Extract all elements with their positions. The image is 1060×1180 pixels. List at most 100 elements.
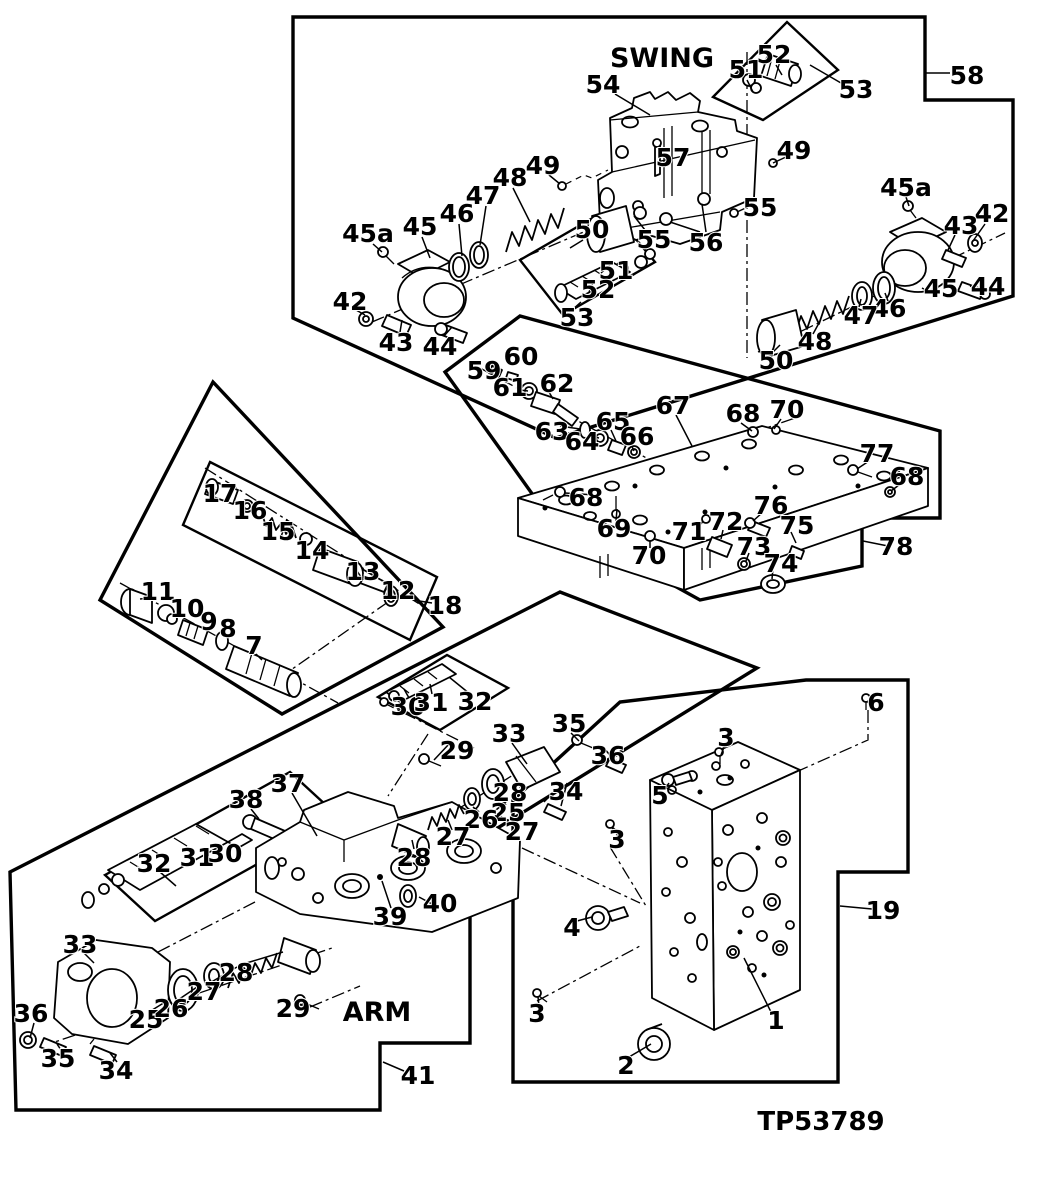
- callout-74-50: 74: [764, 549, 799, 578]
- callout-7-67: 7: [245, 631, 262, 660]
- callout-52-16: 52: [757, 40, 792, 69]
- callout-65-39: 65: [596, 407, 631, 436]
- callout-8-66: 8: [219, 614, 236, 643]
- callout-28-76: 28: [493, 778, 528, 807]
- callout-68-42: 68: [726, 399, 761, 428]
- arm-valve-body-drawing: [242, 734, 627, 933]
- callout-56-14: 56: [689, 228, 724, 257]
- part-43-pin: [381, 314, 412, 337]
- callout-40-88: 40: [423, 889, 458, 918]
- callout-3-101: 3: [608, 825, 625, 854]
- pin-path-dashed: [565, 169, 609, 185]
- callout-27-85: 27: [436, 822, 471, 851]
- leader-lines: [29, 64, 986, 1072]
- swing-right-cap-assembly-drawing: [756, 158, 991, 357]
- callout-60-34: 60: [504, 342, 539, 371]
- callout-17-56: 17: [203, 479, 238, 508]
- callout-48-28: 48: [798, 327, 833, 356]
- callout-51-30: 51: [599, 256, 634, 285]
- callout-26-94: 26: [154, 994, 189, 1023]
- callout-49-3: 49: [526, 151, 561, 180]
- swing-box-outline: [291, 15, 1015, 440]
- callout-36-90: 36: [14, 999, 49, 1028]
- callout-68-45: 68: [890, 462, 925, 491]
- callout-30-84: 30: [208, 839, 243, 868]
- middle-parts-chain-drawing: [488, 365, 641, 459]
- part-56-oring: [697, 192, 711, 206]
- callout-45a-21: 45a: [880, 173, 932, 202]
- part-55-oring: [729, 208, 739, 218]
- callout-arm-98: ARM: [343, 997, 412, 1028]
- callout-77-44: 77: [860, 439, 895, 468]
- relief-kit-box-mid: [518, 206, 657, 317]
- callout-50-29: 50: [759, 346, 794, 375]
- part-56-oring: [659, 212, 673, 226]
- callout-55-20: 55: [743, 193, 778, 222]
- callout-33-72: 33: [492, 719, 527, 748]
- callout-59-33: 59: [467, 356, 502, 385]
- callout-5-100: 5: [651, 781, 668, 810]
- callout-28-86: 28: [397, 843, 432, 872]
- callout-76-46: 76: [754, 491, 789, 520]
- callout-58-18: 58: [950, 61, 985, 90]
- callout-31-83: 31: [180, 843, 215, 872]
- callout-46-26: 46: [872, 294, 907, 323]
- callout-27-95: 27: [187, 977, 222, 1006]
- callout-36-74: 36: [591, 741, 626, 770]
- part-2-plug: [637, 1027, 671, 1061]
- callout-62-36: 62: [540, 369, 575, 398]
- spool-kit-box-18: [181, 460, 439, 642]
- callout-67-41: 67: [656, 391, 691, 420]
- callout-51-15: 51: [729, 55, 764, 84]
- callout-72-48: 72: [709, 507, 744, 536]
- callout-45-7: 45: [403, 212, 438, 241]
- callout-61-35: 61: [493, 373, 528, 402]
- callout-53-17: 53: [839, 75, 874, 104]
- callout-1-107: 1: [767, 1006, 784, 1035]
- callout-43-23: 43: [944, 211, 979, 240]
- callout-3-103: 3: [528, 999, 545, 1028]
- callout-54-1: 54: [586, 70, 621, 99]
- part-42-nut: [358, 311, 374, 327]
- callout-2-106: 2: [617, 1051, 634, 1080]
- callout-tp53789-109: TP53789: [757, 1107, 884, 1137]
- part-3-screw: [605, 819, 615, 829]
- callout-44-24: 44: [971, 272, 1006, 301]
- callout-75-47: 75: [780, 511, 815, 540]
- callout-73-49: 73: [737, 532, 772, 561]
- callout-39-87: 39: [373, 902, 408, 931]
- callout-49-19: 49: [777, 136, 812, 165]
- callout-50-12: 50: [575, 215, 610, 244]
- callout-48-4: 48: [493, 163, 528, 192]
- callout-11-63: 11: [141, 577, 176, 606]
- callout-35-91: 35: [41, 1044, 76, 1073]
- callout-35-73: 35: [552, 709, 587, 738]
- callout-32-82: 32: [137, 849, 172, 878]
- callout-63-37: 63: [535, 417, 570, 446]
- callout-52-31: 52: [581, 275, 616, 304]
- callout-9-65: 9: [200, 607, 217, 636]
- left-spool-box-outline: [97, 379, 446, 716]
- callout-18-62: 18: [428, 591, 463, 620]
- callout-34-92: 34: [99, 1056, 134, 1085]
- callout-41-99: 41: [401, 1061, 436, 1090]
- relief-kit-box-top: [710, 20, 840, 122]
- callout-15-58: 15: [261, 517, 296, 546]
- part-3-screw: [532, 988, 542, 998]
- main-valve-block-drawing: [532, 693, 871, 1061]
- arm-box-outline: [8, 590, 761, 1112]
- callout-47-5: 47: [466, 181, 501, 210]
- callout-46-6: 46: [440, 199, 475, 228]
- callout-78-55: 78: [879, 532, 914, 561]
- callout-64-38: 64: [565, 427, 600, 456]
- callout-45a-8: 45a: [342, 219, 394, 248]
- callout-3-104: 3: [717, 723, 734, 752]
- callout-43-10: 43: [379, 328, 414, 357]
- callout-53-32: 53: [560, 303, 595, 332]
- callout-31-69: 31: [414, 688, 449, 717]
- callout-34-75: 34: [549, 777, 584, 806]
- callout-70-43: 70: [770, 395, 805, 424]
- spool-kit-32-upper-drawing: [379, 663, 457, 707]
